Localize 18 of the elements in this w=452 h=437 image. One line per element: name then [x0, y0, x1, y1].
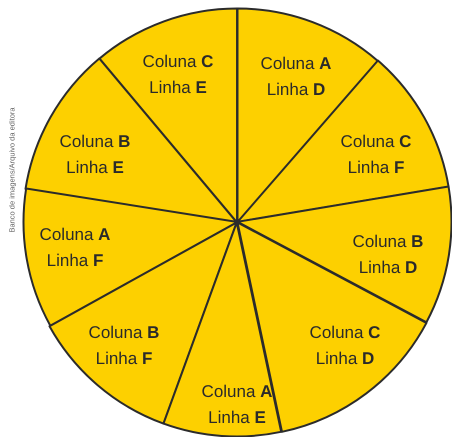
- sector-label: Coluna C: [340, 130, 412, 153]
- sector-label: Coluna C: [142, 51, 214, 73]
- sector-label: Coluna A: [40, 224, 110, 246]
- sector-label: Linha E: [149, 77, 207, 99]
- sector-label: Coluna A: [202, 381, 272, 403]
- sector-label: Linha D: [266, 79, 326, 101]
- sector-label: Coluna B: [60, 130, 130, 153]
- sector-label: Linha D: [358, 256, 418, 279]
- sector-label: Coluna A: [260, 53, 332, 75]
- sector-label: Coluna B: [352, 230, 424, 253]
- sector-label: Linha E: [66, 156, 124, 179]
- sector-label: Linha F: [96, 348, 152, 370]
- sector-label: Linha F: [46, 250, 104, 272]
- sector-label: Linha E: [208, 407, 266, 429]
- sector-label: Linha D: [316, 348, 374, 370]
- sector-label: Coluna C: [310, 322, 380, 344]
- sector-label: Linha F: [348, 156, 404, 179]
- sector-label: Coluna B: [88, 322, 160, 344]
